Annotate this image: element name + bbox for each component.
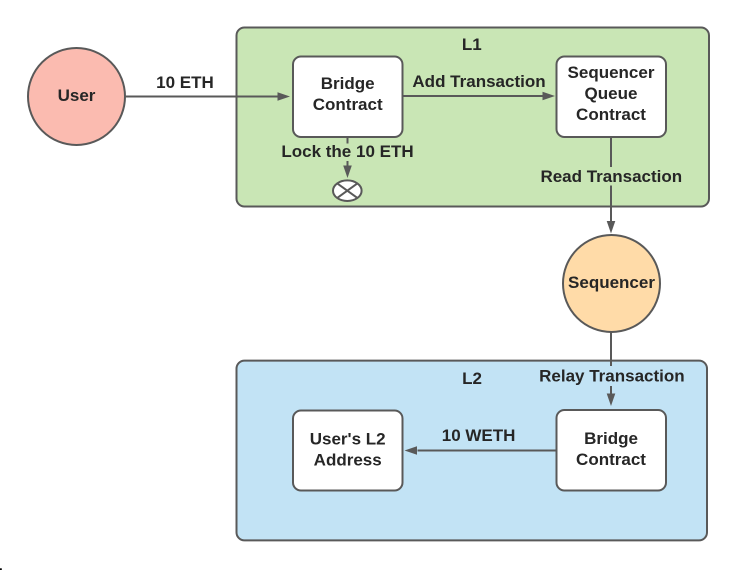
svg-text:Lock the 10 ETH: Lock the 10 ETH [281, 142, 413, 161]
svg-text:Bridge: Bridge [321, 74, 375, 93]
svg-text:Address: Address [314, 451, 382, 470]
svg-text:User's L2: User's L2 [310, 430, 386, 449]
svg-text:User: User [58, 86, 96, 105]
svg-text:Bridge: Bridge [584, 429, 638, 448]
svg-text:Contract: Contract [576, 105, 646, 124]
svg-text:10 ETH: 10 ETH [156, 73, 214, 92]
svg-text:10 WETH: 10 WETH [442, 426, 516, 445]
svg-text:L2: L2 [462, 369, 482, 388]
svg-text:Sequencer: Sequencer [568, 273, 655, 292]
svg-text:Contract: Contract [576, 450, 646, 469]
svg-text:Contract: Contract [313, 95, 383, 114]
svg-text:L1: L1 [462, 35, 482, 54]
svg-text:Sequencer: Sequencer [568, 63, 655, 82]
svg-text:Queue: Queue [585, 84, 638, 103]
svg-text:Relay Transaction: Relay Transaction [539, 366, 685, 385]
svg-text:Add Transaction: Add Transaction [412, 72, 545, 91]
svg-text:Read Transaction: Read Transaction [540, 167, 682, 186]
